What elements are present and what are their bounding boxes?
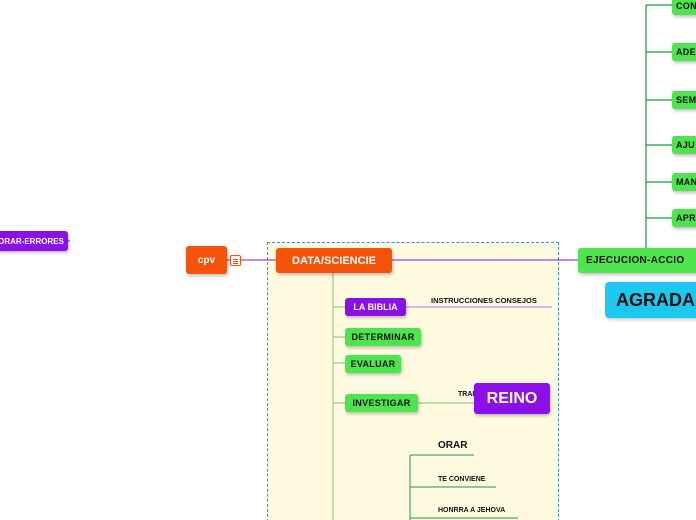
- node-right-child-6[interactable]: APR: [672, 209, 696, 227]
- node-right-child-4[interactable]: AJU: [672, 136, 696, 154]
- node-te-conviene[interactable]: TE CONVIENE: [438, 476, 486, 483]
- node-la-biblia[interactable]: LA BIBLIA: [345, 298, 406, 316]
- node-right-child-5[interactable]: MAN: [672, 173, 696, 191]
- note-traba[interactable]: TRABA: [458, 391, 483, 398]
- root-node-cpv[interactable]: cpv: [186, 246, 227, 274]
- node-orar-errores[interactable]: ORAR-ERRORES: [0, 231, 68, 251]
- node-right-child-2[interactable]: ADE: [672, 43, 696, 61]
- node-reino[interactable]: REINO: [474, 383, 550, 414]
- node-orar[interactable]: ORAR: [438, 440, 468, 451]
- node-evaluar[interactable]: EVALUAR: [345, 355, 401, 373]
- node-right-child-3[interactable]: SEM: [672, 91, 696, 109]
- note-instrucciones-consejos[interactable]: INSTRUCCIONES CONSEJOS: [431, 296, 537, 305]
- node-honrra-a-jehova[interactable]: HONRRA A JEHOVA: [438, 507, 506, 514]
- node-right-child-1[interactable]: CON: [672, 0, 696, 15]
- node-investigar[interactable]: INVESTIGAR: [345, 394, 418, 412]
- node-agrada[interactable]: AGRADA: [605, 282, 696, 318]
- node-determinar[interactable]: DETERMINAR: [345, 328, 421, 346]
- boundary-box: [267, 242, 559, 520]
- node-data-sciencie[interactable]: DATA/SCIENCIE: [276, 248, 392, 273]
- collapse-toggle-icon[interactable]: [230, 255, 241, 266]
- node-ejecucion-accion[interactable]: EJECUCION-ACCIO: [578, 248, 696, 273]
